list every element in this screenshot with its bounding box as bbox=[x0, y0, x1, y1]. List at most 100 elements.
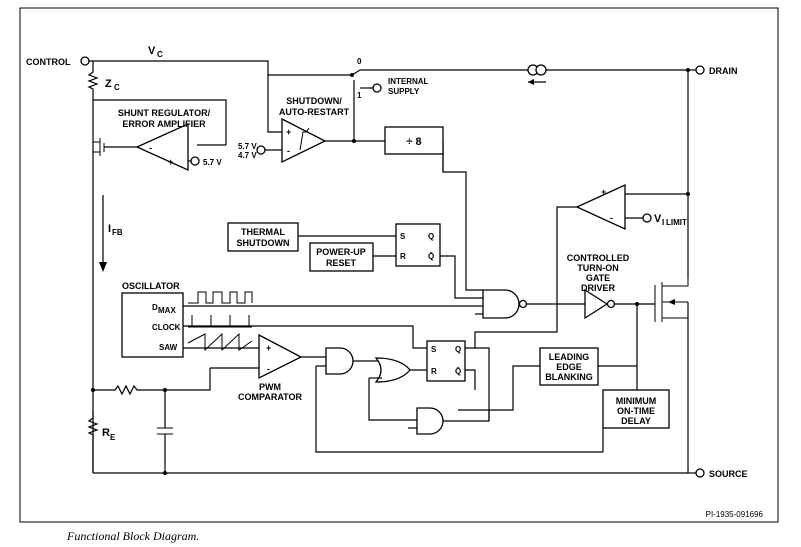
source-pin-label: SOURCE bbox=[709, 469, 748, 479]
ifb-label: I bbox=[108, 223, 111, 235]
figure-caption: Functional Block Diagram. bbox=[67, 529, 200, 543]
vilimit-label-sub: I bbox=[662, 218, 664, 227]
or-gate bbox=[374, 357, 411, 383]
clock-label: CLOCK bbox=[152, 323, 181, 332]
pwm-plus: + bbox=[266, 343, 271, 353]
leb-label-3: BLANKING bbox=[545, 372, 593, 382]
divide-to-nand bbox=[442, 154, 483, 291]
current-limit-comparator bbox=[575, 183, 626, 231]
leading-edge-blanking-block bbox=[539, 347, 599, 386]
shutdown-label-2: AUTO-RESTART bbox=[279, 107, 350, 117]
leb-label-1: LEADING bbox=[549, 352, 590, 362]
vilimit-label: V bbox=[654, 213, 662, 225]
filter-capacitor bbox=[157, 427, 173, 435]
pwm-comparator bbox=[258, 333, 303, 380]
or-feedback bbox=[368, 378, 417, 421]
main-nand-gate bbox=[482, 289, 520, 319]
drain-pin bbox=[695, 65, 705, 75]
hysteresis-ref-node bbox=[256, 145, 266, 155]
power-up-reset-block bbox=[309, 242, 374, 272]
leb-input-wire bbox=[458, 365, 540, 411]
saw-waveform bbox=[187, 332, 253, 352]
gate-driver-label-1: CONTROLLED bbox=[567, 253, 630, 263]
thermal-label-1: THERMAL bbox=[241, 227, 285, 237]
dmax-label: D bbox=[152, 303, 158, 312]
ff1-qbar: Q̄ bbox=[428, 252, 434, 261]
ff2-qbar: Q̄ bbox=[455, 367, 461, 376]
ff1-qbar-to-nand bbox=[440, 255, 483, 299]
hysteresis-v2: 4.7 V bbox=[238, 151, 257, 160]
hysteresis-plus: + bbox=[286, 127, 291, 137]
oscillator-block bbox=[121, 292, 184, 358]
pwm-minus-input bbox=[165, 368, 211, 391]
control-pin-label: CONTROL bbox=[26, 57, 71, 67]
oscillator-label: OSCILLATOR bbox=[122, 281, 180, 291]
shunt-minus: - bbox=[149, 143, 152, 153]
thermal-shutdown-block bbox=[227, 222, 299, 252]
ff1-q: Q bbox=[428, 232, 434, 241]
powerup-label-1: POWER-UP bbox=[316, 247, 366, 257]
hysteresis-v1: 5.7 V bbox=[238, 142, 257, 151]
clock-to-ff bbox=[183, 325, 427, 349]
internal-supply-node bbox=[372, 83, 382, 93]
climit-out bbox=[458, 206, 577, 349]
saw-label: SAW bbox=[159, 343, 178, 352]
pwm-minus: - bbox=[267, 364, 270, 374]
and-gate-2 bbox=[416, 407, 444, 435]
gate-driver-label-4: DRIVER bbox=[581, 283, 616, 293]
and-gate-1 bbox=[325, 347, 354, 375]
shutdown-comparator bbox=[281, 117, 327, 164]
power-mosfet bbox=[654, 278, 689, 322]
dmax-label-sub: MAX bbox=[158, 306, 176, 315]
gate-driver-label-3: GATE bbox=[586, 273, 610, 283]
shunt-label-1: SHUNT REGULATOR/ bbox=[118, 108, 211, 118]
diagram-frame bbox=[19, 7, 779, 523]
shunt-ref-label: 5.7 V bbox=[203, 158, 222, 167]
mot-label-3: DELAY bbox=[621, 416, 651, 426]
shunt-error-amplifier bbox=[135, 122, 189, 172]
powerup-label-2: RESET bbox=[326, 258, 357, 268]
ff2-s: S bbox=[431, 345, 437, 354]
re-resistor bbox=[87, 410, 99, 473]
mot-label-1: MINIMUM bbox=[616, 396, 657, 406]
pwm-label-2: COMPARATOR bbox=[238, 392, 302, 402]
vc-to-hysteresis bbox=[267, 75, 283, 133]
switch-0-label: 0 bbox=[357, 57, 362, 66]
divide-by-8-block bbox=[384, 126, 444, 155]
leb-label-2: EDGE bbox=[556, 362, 582, 372]
vc-label: V bbox=[148, 45, 156, 57]
hysteresis-minus: - bbox=[287, 146, 290, 156]
internal-supply-label-2: SUPPLY bbox=[388, 87, 420, 96]
clock-waveform bbox=[188, 315, 252, 328]
internal-supply-label-1: INTERNAL bbox=[388, 77, 429, 86]
dmax-waveform bbox=[188, 291, 253, 304]
gate-driver bbox=[584, 288, 609, 320]
ff2-q: Q bbox=[455, 345, 461, 354]
flipflop-bottom bbox=[426, 340, 466, 382]
zc-label-sub: C bbox=[114, 83, 120, 92]
filter-resistor bbox=[93, 384, 166, 428]
switch-1-label: 1 bbox=[357, 91, 362, 100]
minimum-on-time-delay-block bbox=[602, 389, 670, 429]
shunt-label-2: ERROR AMPLIFIER bbox=[122, 119, 206, 129]
figure-id: PI-1935-091696 bbox=[705, 510, 763, 519]
ff1-s: S bbox=[400, 232, 406, 241]
source-pin bbox=[695, 468, 705, 478]
vilimit-node bbox=[642, 213, 652, 223]
drain-pin-label: DRAIN bbox=[709, 66, 738, 76]
re-label: R bbox=[102, 427, 110, 439]
shutdown-label-1: SHUTDOWN/ bbox=[286, 96, 342, 106]
and1-lower-input bbox=[315, 366, 603, 453]
hysteresis-symbol bbox=[299, 127, 310, 151]
ff2-r: R bbox=[431, 367, 437, 376]
flipflop-top bbox=[395, 223, 441, 267]
zc-resistor bbox=[87, 61, 227, 145]
ifb-arrow-head bbox=[99, 262, 107, 272]
shunt-ref-node bbox=[190, 156, 200, 166]
vilimit-label-sub2: LIMIT bbox=[666, 218, 687, 227]
re-label-sub: E bbox=[110, 433, 116, 442]
control-pin bbox=[80, 56, 90, 66]
shunt-transistor bbox=[93, 138, 105, 156]
gate-driver-label-2: TURN-ON bbox=[577, 263, 619, 273]
climit-plus: + bbox=[601, 187, 606, 197]
